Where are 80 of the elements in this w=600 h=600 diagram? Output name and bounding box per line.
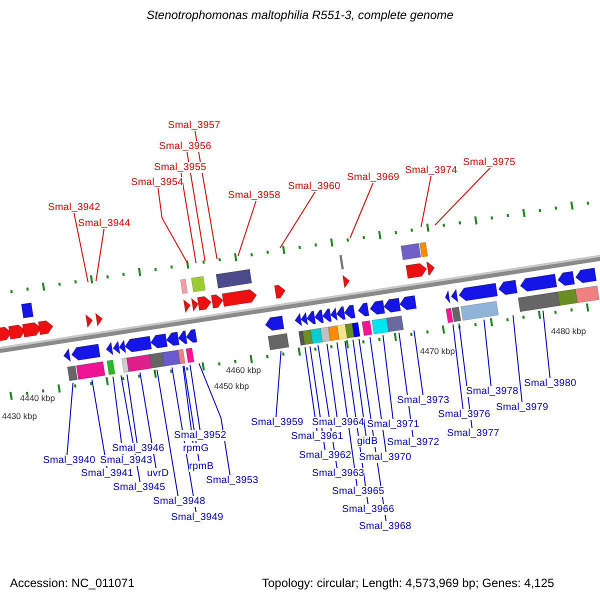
scale-label: 4450 kbp	[214, 381, 249, 391]
gene-label: Smal_3976	[438, 409, 490, 420]
leader-line	[126, 374, 138, 444]
scale-label: 4480 kbp	[551, 326, 586, 336]
leader-line	[512, 314, 522, 402]
leader-line	[484, 319, 492, 386]
leader-line	[280, 192, 316, 248]
gene-label: Smal_3973	[397, 395, 450, 406]
leader-line	[370, 336, 386, 452]
gene-label: Smal_3974	[405, 165, 458, 176]
gene-label: Smal_3944	[78, 218, 130, 229]
gene-label: Smal_3968	[359, 521, 412, 532]
gene-label: Smal_3964	[312, 417, 364, 428]
gene-label: Smal_3946	[112, 443, 164, 454]
leader-line	[326, 343, 338, 418]
gene-label: Smal_3943	[100, 455, 152, 466]
gene-label: Smal_3942	[48, 202, 100, 213]
scale-label: 4440 kbp	[20, 393, 55, 403]
gene-label: Smal_3977	[447, 428, 500, 439]
leader-line	[74, 212, 88, 282]
gene-label: Smal_3945	[113, 482, 166, 493]
leader-line	[420, 176, 432, 228]
leader-line	[190, 364, 200, 430]
leader-line	[92, 379, 108, 468]
gene-label: Smal_3960	[288, 181, 340, 192]
gene-label: Smal_3955	[154, 162, 206, 173]
gene-label: Smal_3941	[81, 468, 134, 479]
gene-label: Smal_3962	[299, 450, 352, 461]
gene-label: rpmG	[183, 443, 209, 454]
gene-label: Smal_3952	[174, 430, 226, 441]
gene-label: Smal_3970	[359, 452, 412, 463]
leader-line	[238, 200, 256, 256]
diagram-title: Stenotrophomonas maltophilia R551-3, complete genome	[146, 8, 454, 22]
scale-label: 4470 kbp	[420, 346, 455, 356]
gene-label: gidB	[357, 436, 378, 447]
leader-line	[182, 365, 194, 444]
gene-label: Smal_3958	[228, 190, 280, 201]
leader-line	[158, 188, 188, 264]
leader-line	[382, 334, 394, 420]
gene-label: Smal_3953	[206, 475, 258, 486]
leader-line	[350, 182, 374, 238]
gene-label: Smal_3966	[342, 504, 394, 515]
gene-label: Smal_3965	[332, 486, 384, 497]
gene-label: uvrD	[147, 468, 169, 479]
scale-label: 4460 kbp	[226, 365, 261, 375]
leader-line	[304, 346, 318, 432]
gene-label: Smal_3949	[171, 512, 224, 523]
leader-line	[414, 330, 424, 396]
leader-line	[198, 362, 230, 476]
gene-label: Smal_3957	[168, 120, 220, 131]
leader-line	[276, 350, 282, 418]
genome-info-text: Topology: circular; Length: 4,573,969 bp; Genes: 4,125	[262, 576, 554, 590]
accession-text: Accession: NC_011071	[10, 576, 135, 590]
leader-line	[66, 382, 74, 456]
gene-label: rpmB	[189, 461, 214, 472]
leader-line	[542, 310, 550, 378]
gene-label: Smal_3969	[347, 172, 400, 183]
gene-label: Smal_3954	[131, 177, 184, 188]
gene-label: Smal_3963	[312, 468, 364, 479]
leader-line	[96, 228, 104, 282]
gene-label: Smal_3975	[463, 157, 516, 168]
gene-label: Smal_3980	[524, 378, 576, 389]
leader-line	[186, 152, 206, 262]
gene-label: Smal_3978	[466, 386, 518, 397]
gene-label: Smal_3979	[496, 402, 548, 413]
leader-line	[140, 372, 156, 468]
leader-line	[434, 168, 490, 226]
gene-label: Smal_3948	[153, 496, 206, 507]
leader-line	[180, 172, 196, 264]
leader-line	[452, 324, 464, 410]
leader-line	[336, 342, 358, 486]
scale-label: 4430 kbp	[2, 411, 37, 421]
gene-label: Smal_3961	[291, 431, 344, 442]
leader-line	[156, 369, 178, 496]
gene-label: Smal_3940	[43, 455, 96, 466]
leader-line	[352, 339, 366, 436]
gene-label: Smal_3972	[387, 437, 440, 448]
gene-label: Smal_3971	[367, 419, 420, 430]
gene-label: Smal_3959	[251, 417, 304, 428]
gene-label: Smal_3956	[159, 141, 212, 152]
